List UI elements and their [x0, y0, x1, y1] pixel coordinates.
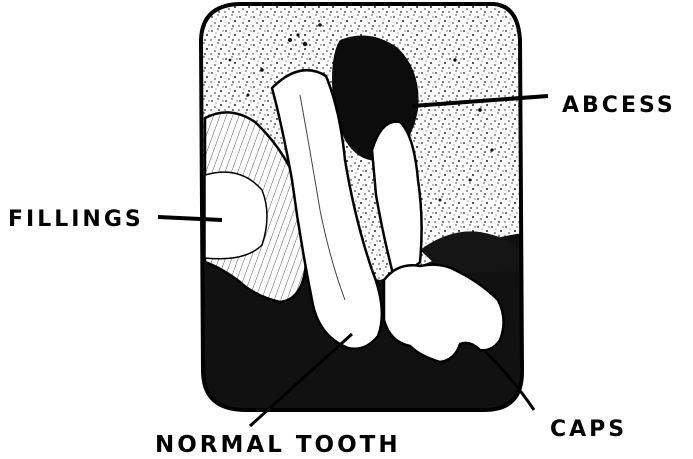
label-abcess: ABCESS	[562, 93, 676, 118]
filling-area	[205, 172, 267, 259]
label-normal-tooth: NORMAL TOOTH	[155, 432, 401, 458]
label-caps: CAPS	[550, 417, 627, 442]
label-fillings: FILLINGS	[8, 207, 144, 232]
xray-film	[195, 0, 530, 420]
